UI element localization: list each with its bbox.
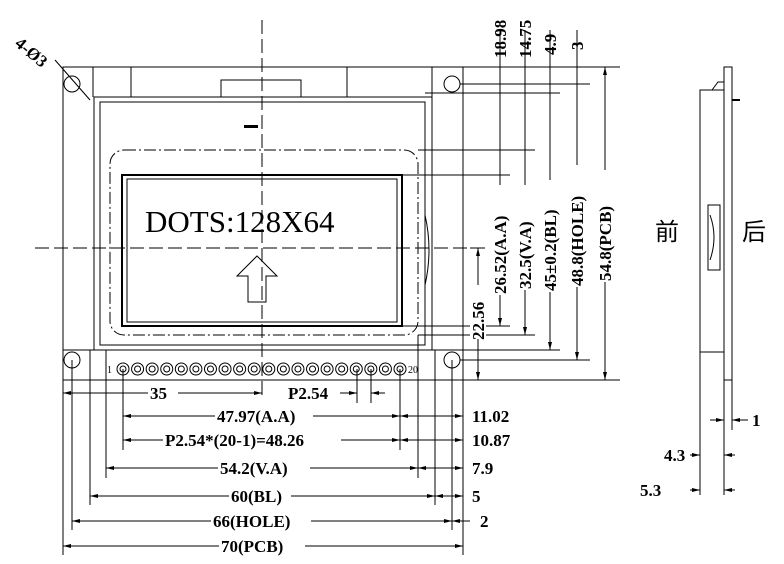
hole-label: 4-Ø3 <box>11 34 51 72</box>
side-view <box>690 66 748 495</box>
pin-1-label: 1 <box>107 365 112 376</box>
dim-side-1: 1 <box>752 411 761 430</box>
dim-bl-width: 60(BL) <box>231 487 282 506</box>
dim-4-9: 4.9 <box>541 34 560 55</box>
dim-pitch: P2.54 <box>288 384 329 403</box>
dim-2: 2 <box>480 512 489 531</box>
dim-va-width: 54.2(V.A) <box>220 459 288 478</box>
pin-row <box>116 362 407 376</box>
bottom-dimension-labels: 35 P2.54 47.97(A.A) P2.54*(20-1)=48.26 5… <box>148 383 511 556</box>
display-text: DOTS:128X64 <box>145 204 335 239</box>
pin-pad <box>349 362 363 376</box>
dim-aa-width: 47.97(A.A) <box>217 407 295 426</box>
dim-11-02: 11.02 <box>472 407 509 426</box>
dim-3: 3 <box>568 42 587 51</box>
dim-bl-height: 45±0.2(BL) <box>541 209 560 291</box>
pin-pad <box>262 362 276 376</box>
dim-22-56: 22.56 <box>469 302 488 340</box>
pin-pad <box>378 362 392 376</box>
dim-va-height: 32.5(V.A) <box>516 221 535 289</box>
dim-14-75: 14.75 <box>516 20 535 58</box>
right-dimension-labels: 22.56 26.52(A.A) 32.5(V.A) 45±0.2(BL) 48… <box>469 20 615 340</box>
dim-pin-span: P2.54*(20-1)=48.26 <box>165 431 304 450</box>
pin-pad <box>233 362 247 376</box>
front-label: 前 <box>655 219 679 246</box>
pin-pad <box>131 362 145 376</box>
dim-side-5-3: 5.3 <box>640 481 661 500</box>
pin-pad <box>276 362 290 376</box>
dim-10-87: 10.87 <box>472 431 511 450</box>
dim-hole-height: 48.8(HOLE) <box>568 196 587 286</box>
pin-pad <box>320 362 334 376</box>
right-dimension-lines <box>402 30 620 381</box>
dim-7-9: 7.9 <box>472 459 493 478</box>
orientation-arrow-icon <box>235 255 279 303</box>
dim-35: 35 <box>150 384 167 403</box>
pin-pad <box>203 362 217 376</box>
back-label: 后 <box>742 219 766 246</box>
pin-pad <box>145 362 159 376</box>
dim-pcb-height: 54.8(PCB) <box>596 206 615 281</box>
pin-pad <box>160 362 174 376</box>
dim-hole-width: 66(HOLE) <box>213 512 290 531</box>
pin-pad <box>291 362 305 376</box>
pin-pad <box>306 362 320 376</box>
pin-pad <box>174 362 188 376</box>
pin-pad <box>218 362 232 376</box>
dim-18-98: 18.98 <box>491 20 510 58</box>
dim-5: 5 <box>472 487 481 506</box>
viewing-area <box>109 149 419 336</box>
pin-20-label: 20 <box>408 365 418 376</box>
dim-side-4-3: 4.3 <box>664 446 685 465</box>
pin-pad <box>335 362 349 376</box>
dim-pcb-width: 70(PCB) <box>221 537 283 556</box>
pin-pad <box>247 362 261 376</box>
pin-pad <box>189 362 203 376</box>
dim-aa-height: 26.52(A.A) <box>491 216 510 294</box>
